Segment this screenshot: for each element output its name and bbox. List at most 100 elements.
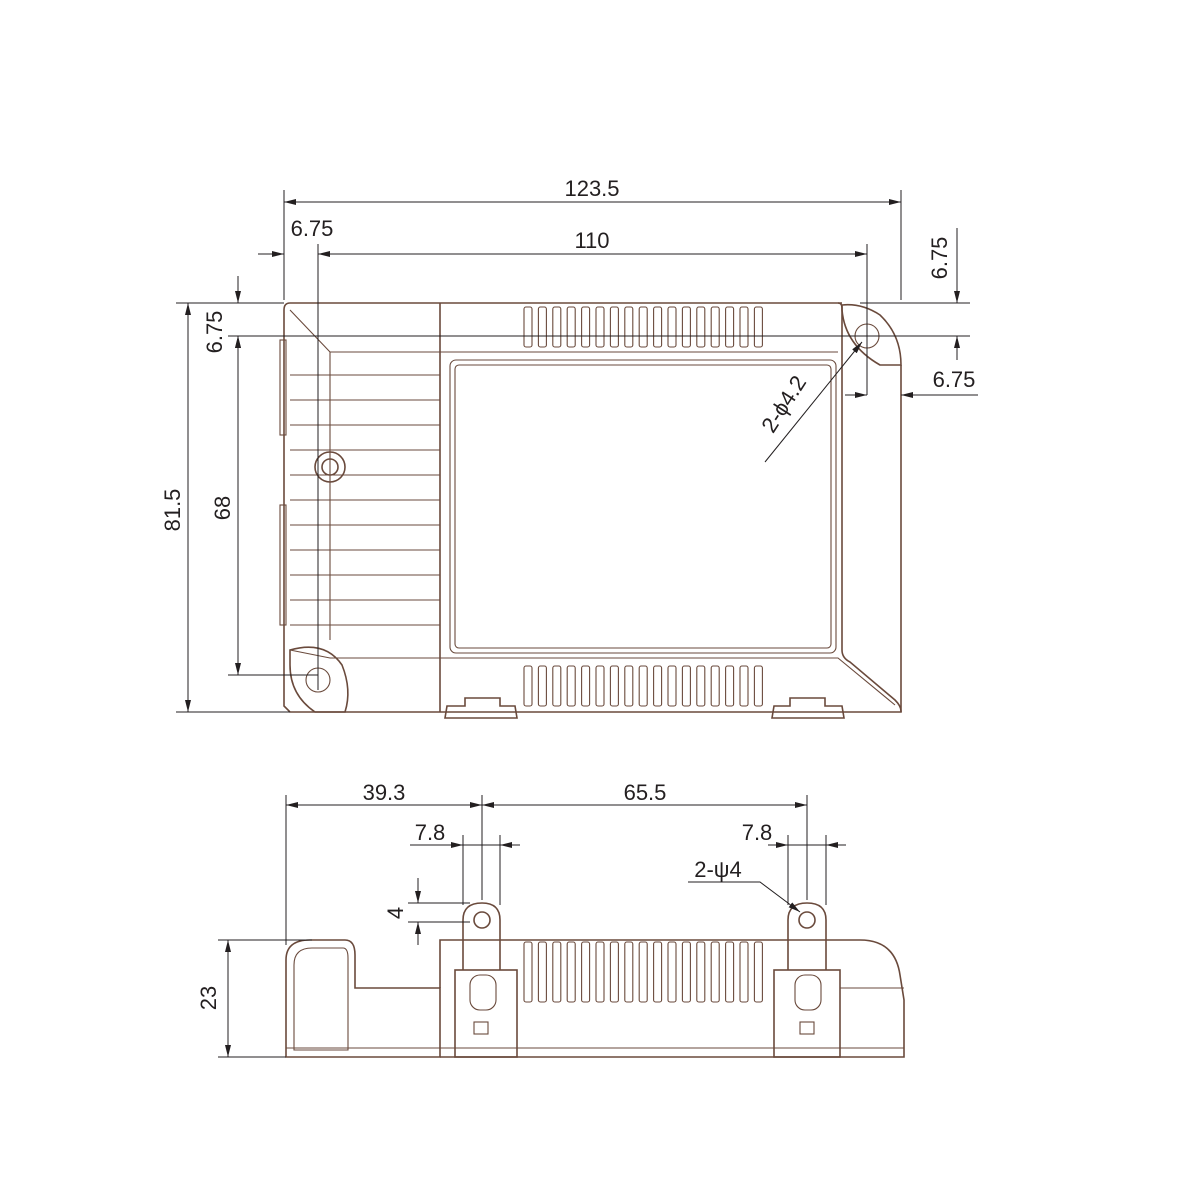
hole-callout-leader (764, 341, 863, 463)
vent-slot (710, 306, 720, 348)
right-inner-frame (440, 351, 896, 706)
vent-slot (681, 306, 691, 348)
adjust-screw (314, 451, 346, 483)
hole-callout-side: 2-ψ4 (694, 857, 741, 882)
vent-slot (739, 665, 749, 707)
vent-rib (710, 941, 720, 1003)
vent-rib (739, 941, 749, 1003)
left-vent-ribs (279, 339, 440, 626)
vent-slot (638, 306, 648, 348)
vent-rib (638, 941, 648, 1003)
vent-slot (537, 665, 547, 707)
dim-body-height: 23 (196, 986, 221, 1010)
bottom-clip-right (771, 697, 845, 719)
lug-left-slot (473, 1021, 489, 1035)
vent-slot (696, 306, 706, 348)
bottom-vent-slots (523, 665, 763, 707)
vent-slot (523, 665, 533, 707)
vent-slot (523, 306, 533, 348)
vent-slot (624, 665, 634, 707)
vent-slot (753, 306, 763, 348)
side-vent-ribs (523, 941, 763, 1003)
side-view-main (439, 939, 905, 1058)
vent-slot (725, 306, 735, 348)
top-vent-slots (523, 306, 763, 348)
top-view-housing-outline (283, 302, 902, 713)
vent-slot (725, 665, 735, 707)
vent-slot (624, 306, 634, 348)
lug-left-base (454, 969, 518, 1058)
vent-rib (624, 941, 634, 1003)
dim-lug-pitch: 65.5 (624, 780, 667, 805)
top-view-right-edge (838, 302, 902, 712)
left-inner-frame (289, 309, 440, 659)
side-view-left-cap (293, 947, 349, 1051)
vent-rib (523, 941, 533, 1003)
dim-overall-width: 123.5 (564, 176, 619, 201)
vent-slot (566, 665, 576, 707)
vent-slot (653, 665, 663, 707)
vent-slot (537, 306, 547, 348)
bottom-clip-left (444, 697, 518, 719)
vent-rib (566, 941, 576, 1003)
vent-slot (595, 306, 605, 348)
vent-slot (595, 665, 605, 707)
vent-rib (595, 941, 605, 1003)
side-view-body (285, 939, 441, 1058)
dim-top-right-offset: 6.75 (927, 237, 952, 280)
vent-rib (609, 941, 619, 1003)
dim-inner-height: 68 (210, 496, 235, 520)
vent-slot (653, 306, 663, 348)
vent-slot (739, 306, 749, 348)
vent-slot (552, 665, 562, 707)
vent-rib (681, 941, 691, 1003)
lug-left-hole (473, 911, 491, 929)
vent-slot (667, 306, 677, 348)
hole-callout-side-leader (688, 881, 801, 913)
dim-left-offset: 6.75 (291, 216, 334, 241)
vent-rib (667, 941, 677, 1003)
vent-slot (552, 306, 562, 348)
vent-slot (710, 665, 720, 707)
vent-slot (581, 665, 591, 707)
lug-left-clip (469, 974, 497, 1011)
vent-rib (753, 941, 763, 1003)
vent-slot (566, 306, 576, 348)
vent-slot (609, 665, 619, 707)
dim-lug-width-right: 7.8 (742, 820, 773, 845)
label-area-inner (454, 364, 832, 649)
vent-slot (581, 306, 591, 348)
adjust-screw-inner (321, 458, 339, 476)
vent-rib (552, 941, 562, 1003)
vent-slot (667, 665, 677, 707)
vent-slot (753, 665, 763, 707)
vent-rib (581, 941, 591, 1003)
dim-hole-pitch: 110 (574, 228, 609, 253)
hole-callout-top: 2-ϕ4.2 (756, 371, 811, 437)
vent-rib (653, 941, 663, 1003)
lug-right-hole (798, 911, 816, 929)
side-view: 39.3 65.5 7.8 7.8 4 23 2-ψ4 (196, 780, 905, 1058)
top-view: 123.5 110 6.75 6.75 6.75 6.75 68 81 (160, 176, 978, 719)
dim-overall-height: 81.5 (160, 489, 185, 532)
vent-rib (725, 941, 735, 1003)
vent-rib (537, 941, 547, 1003)
lug-right-slot (799, 1021, 815, 1035)
dim-lug-width-left: 7.8 (415, 820, 446, 845)
lug-left (462, 902, 501, 970)
vent-slot (696, 665, 706, 707)
mounting-hole-top-right (841, 303, 902, 366)
label-area (449, 359, 837, 654)
vent-rib (696, 941, 706, 1003)
vent-slot (638, 665, 648, 707)
dim-lug-hole-height: 4 (383, 907, 408, 919)
dim-side-right-offset: 6.75 (933, 367, 976, 392)
lug-right (787, 902, 827, 970)
dim-left-distance: 39.3 (363, 780, 406, 805)
lug-right-clip (794, 974, 822, 1011)
vent-slot (681, 665, 691, 707)
dim-top-left-offset: 6.75 (202, 311, 227, 354)
vent-slot (609, 306, 619, 348)
mounting-hole-bottom-left (289, 646, 349, 713)
